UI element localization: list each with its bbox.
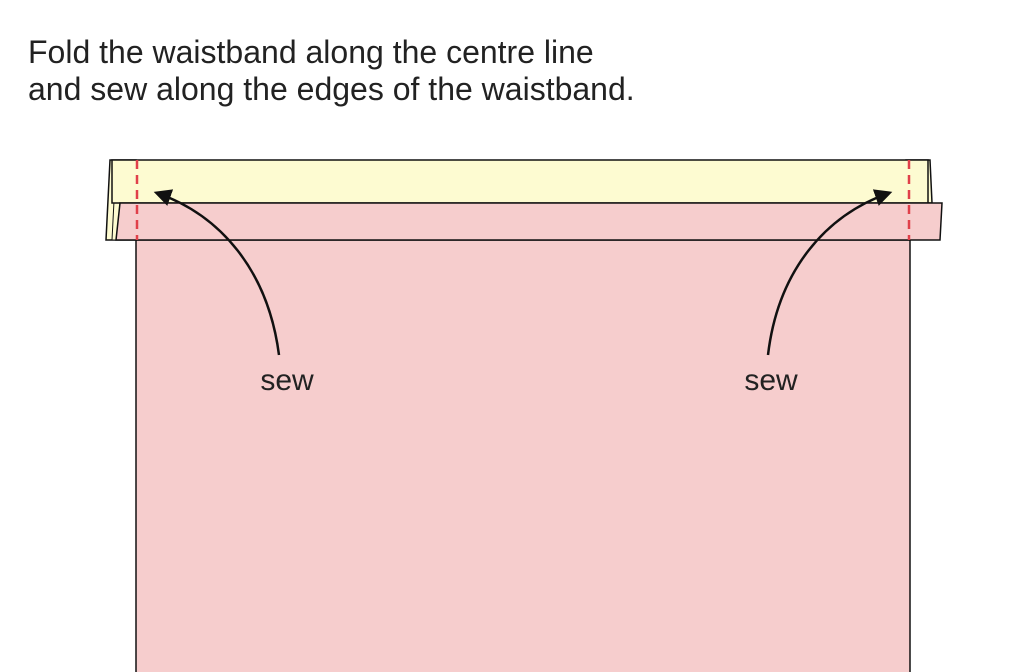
right-sew-label: sew: [744, 364, 798, 397]
left-curved-arrow-icon: [153, 189, 281, 356]
waistband-front-half: [115, 202, 943, 241]
waistband-back-half: [111, 159, 929, 204]
left-sew-label: sew: [260, 364, 314, 397]
garment-body: [135, 239, 911, 672]
instruction-line-2: and sew along the edges of the waistband…: [28, 71, 635, 107]
instruction-line-1: Fold the waistband along the centre line: [28, 34, 594, 70]
instruction-text: Fold the waistband along the centre line…: [28, 34, 635, 108]
right-curved-arrow-icon: [766, 189, 893, 356]
